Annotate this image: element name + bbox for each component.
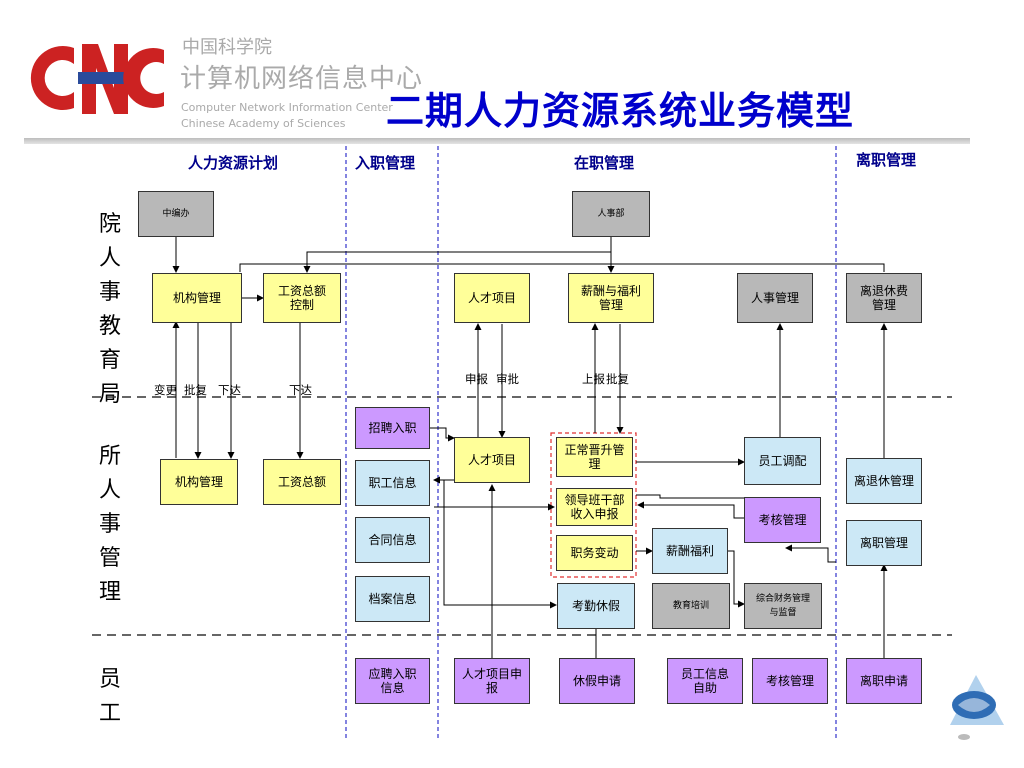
box-jigou-mid: 机构管理 bbox=[160, 459, 238, 505]
box-lizhi-mid: 离职管理 bbox=[846, 520, 922, 566]
box-yuangong-tiaopei: 员工调配 bbox=[744, 437, 821, 485]
label-pifu-1: 批复 bbox=[184, 383, 207, 397]
box-xinchou-mid: 薪酬福利 bbox=[652, 528, 728, 574]
box-kaohe-bottom: 考核管理 bbox=[752, 658, 828, 704]
box-kaoqin: 考勤休假 bbox=[557, 583, 635, 629]
row-header-employee: 员 工 bbox=[98, 667, 121, 726]
box-caiwu: 综合财务管理 与监督 bbox=[744, 583, 822, 629]
label-shenbao: 申报 bbox=[465, 372, 488, 386]
box-xiujia-apply: 休假申请 bbox=[559, 658, 635, 704]
row-header-academy: 院 人 事 教 育 局 bbox=[98, 212, 121, 407]
box-jinsheng: 正常晋升管 理 bbox=[556, 437, 633, 477]
box-renshi-guanli: 人事管理 bbox=[737, 273, 813, 323]
box-hetong: 合同信息 bbox=[355, 517, 430, 563]
box-zhigong-info: 职工信息 bbox=[355, 460, 430, 506]
box-yingpin: 应聘入职 信息 bbox=[355, 658, 430, 704]
column-header-plan: 人力资源计划 bbox=[188, 154, 279, 172]
label-xiada-1: 下达 bbox=[218, 383, 241, 397]
box-rencai-top: 人才项目 bbox=[454, 273, 530, 323]
box-zhiwu: 职务变动 bbox=[556, 535, 633, 571]
org-name-en-line2: Chinese Academy of Sciences bbox=[181, 117, 346, 130]
box-zhongbianban: 中编办 bbox=[138, 191, 214, 237]
box-zhaopin: 招聘入职 bbox=[355, 407, 430, 449]
label-biangeng: 变更 bbox=[154, 383, 177, 397]
column-header-leave: 离职管理 bbox=[856, 151, 917, 169]
box-yuangong-self: 员工信息 自助 bbox=[667, 658, 743, 704]
org-name-cn-line2: 计算机网络信息中心 bbox=[180, 64, 424, 94]
box-gongzi-control: 工资总额 控制 bbox=[263, 273, 341, 323]
org-name-cn-line1: 中国科学院 bbox=[182, 37, 272, 58]
box-jiaoyu: 教育培训 bbox=[652, 583, 730, 629]
box-xinchou-top: 薪酬与福利 管理 bbox=[568, 273, 654, 323]
box-dangan: 档案信息 bbox=[355, 576, 430, 622]
page-title: 二期人力资源系统业务模型 bbox=[386, 89, 855, 133]
org-name-en-line1: Computer Network Information Center bbox=[181, 101, 393, 114]
box-lingdao: 领导班干部 收入申报 bbox=[556, 488, 633, 526]
label-shangbao: 上报 bbox=[582, 372, 605, 386]
box-rencai-apply: 人才项目申 报 bbox=[454, 658, 530, 704]
label-xiada-2: 下达 bbox=[289, 383, 312, 397]
row-header-institute: 所 人 事 管 理 bbox=[98, 444, 121, 605]
box-lituixiu-mid: 离退休管理 bbox=[846, 458, 922, 504]
logo bbox=[30, 36, 170, 122]
box-jigou-top: 机构管理 bbox=[152, 273, 242, 323]
box-kaohe-mid: 考核管理 bbox=[744, 497, 821, 543]
box-lizhi-apply: 离职申请 bbox=[846, 658, 922, 704]
corner-emblem bbox=[946, 665, 1006, 745]
box-lituixiu-fee: 离退休费 管理 bbox=[846, 273, 922, 323]
box-renshibu: 人事部 bbox=[572, 191, 650, 237]
box-gongzi-mid: 工资总额 bbox=[263, 459, 341, 505]
column-header-inservice: 在职管理 bbox=[574, 154, 635, 172]
column-header-onboard: 入职管理 bbox=[355, 154, 416, 172]
label-pifu-2: 批复 bbox=[606, 372, 629, 386]
box-rencai-mid: 人才项目 bbox=[454, 437, 530, 483]
title-underline bbox=[24, 138, 970, 144]
label-shenpi: 审批 bbox=[496, 372, 519, 386]
